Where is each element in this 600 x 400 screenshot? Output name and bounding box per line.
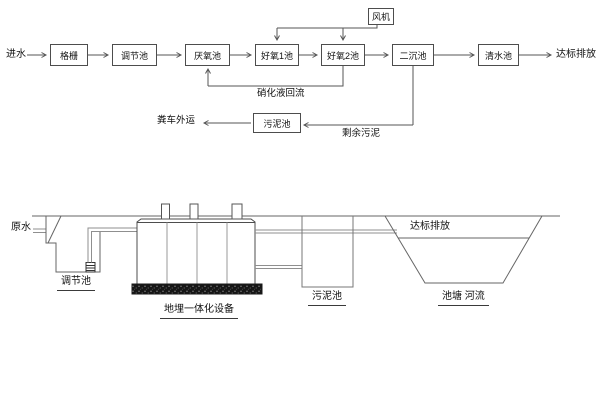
flow-connectors <box>27 25 553 128</box>
buried-equipment-box <box>131 203 263 295</box>
gravel-foundation <box>131 283 263 295</box>
flow-box-aerobic-tank-2: 好氧2池 <box>321 44 365 66</box>
blower-box: 风机 <box>368 8 394 25</box>
flow-box-bar-screen: 格栅 <box>50 44 88 66</box>
discharge-label: 达标排放 <box>556 49 596 60</box>
section-drawing <box>32 203 560 295</box>
vent-pipe-2 <box>189 203 199 220</box>
influent-label: 进水 <box>6 49 26 60</box>
raw-water-pipe <box>33 228 46 233</box>
truck-out-label: 粪车外运 <box>157 115 196 126</box>
section-regulating-tank-label: 调节池 <box>57 276 95 291</box>
feed-pipe <box>87 227 137 263</box>
flow-box-anaerobic-tank: 厌氧池 <box>185 44 230 66</box>
section-discharge-label: 达标排放 <box>410 221 450 232</box>
sludge-pipe <box>255 265 302 269</box>
flow-box-clean-water-tank: 清水池 <box>478 44 519 66</box>
blower-air-line <box>277 25 378 29</box>
flow-box-aerobic-tank-1: 好氧1池 <box>255 44 299 66</box>
discharge-pipe <box>255 229 397 234</box>
vent-pipe-1 <box>161 203 170 220</box>
buried-equipment-label: 地埋一体化设备 <box>160 304 238 319</box>
nitrified-return-line <box>208 66 344 87</box>
flow-box-sludge-tank: 污泥池 <box>253 113 301 133</box>
pond-river-label: 池塘 河流 <box>438 291 489 306</box>
section-sludge-tank-label: 污泥池 <box>308 291 346 306</box>
pond-outline <box>384 215 543 284</box>
flow-box-regulating-tank: 调节池 <box>112 44 157 66</box>
raw-water-label: 原水 <box>11 222 31 233</box>
flow-box-secondary-clarifier: 二沉池 <box>392 44 434 66</box>
pump <box>85 262 96 273</box>
nitrified-return-label: 硝化液回流 <box>257 88 305 99</box>
section-regulating-tank <box>45 215 101 273</box>
excess-sludge-label: 剩余污泥 <box>342 128 381 139</box>
section-sludge-tank <box>301 216 354 288</box>
vent-pipe-3 <box>231 203 243 220</box>
bar-screen-slope <box>47 215 62 244</box>
